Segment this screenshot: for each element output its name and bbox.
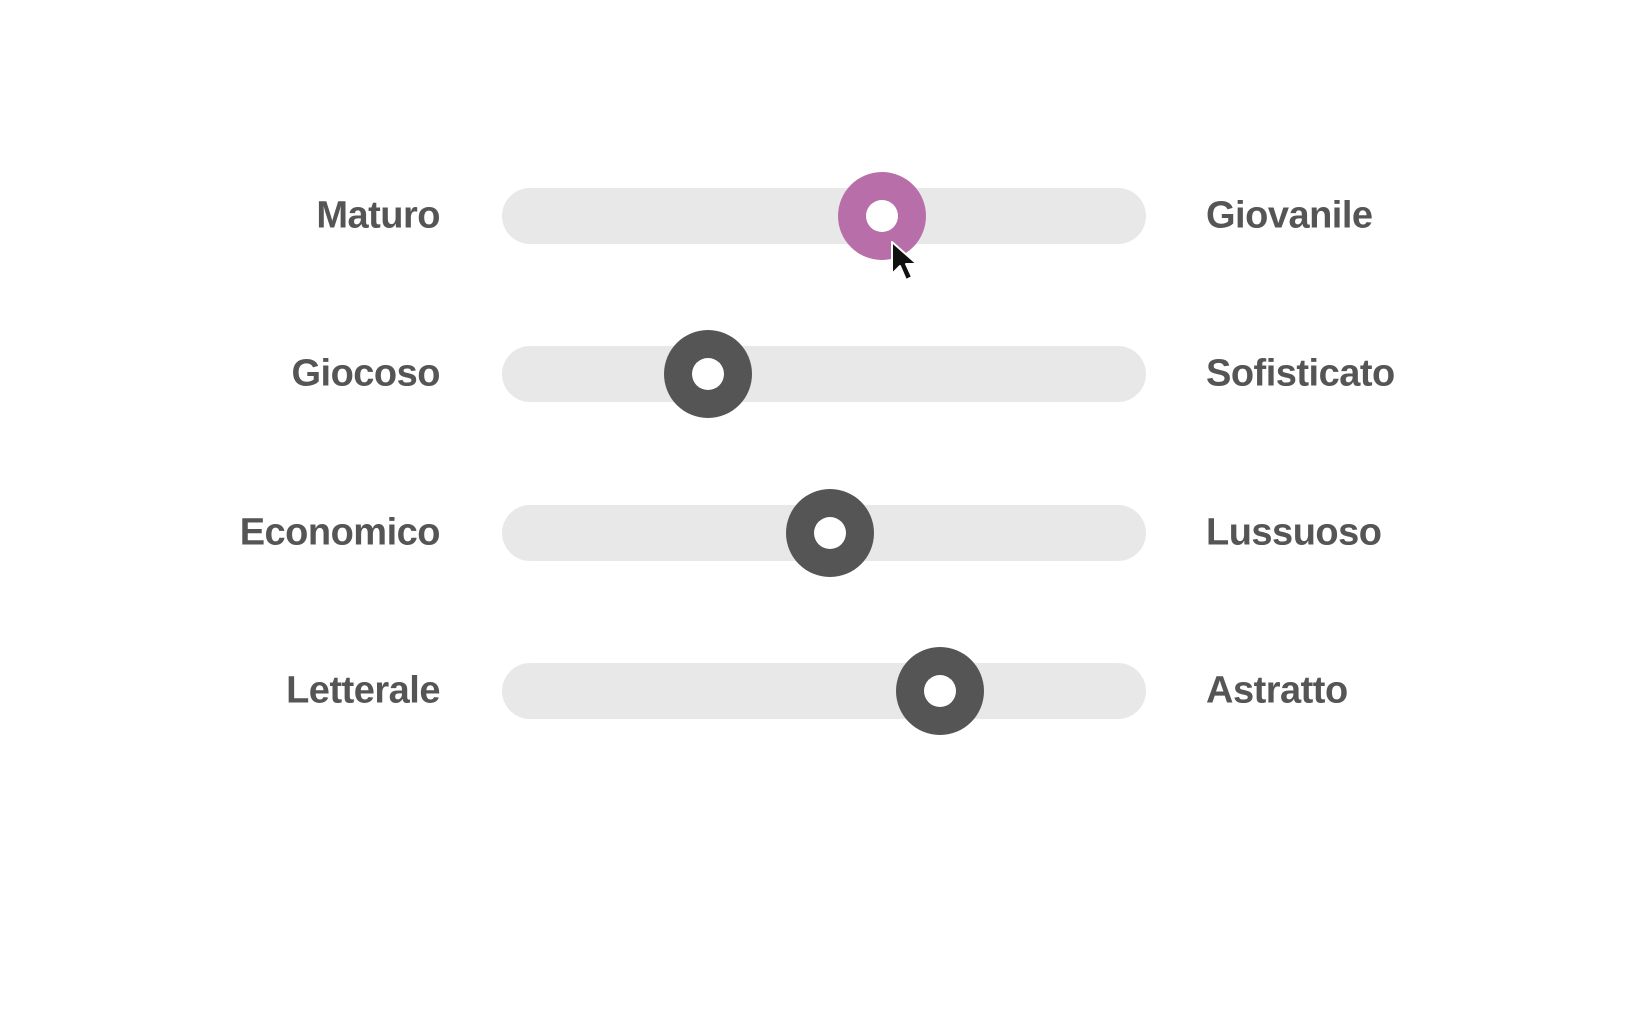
slider-row-economico-lussuoso: Economico Lussuoso bbox=[0, 483, 1636, 583]
slider-row-maturo-giovanile: Maturo Giovanile bbox=[0, 166, 1636, 266]
slider-left-label: Giocoso bbox=[291, 352, 440, 395]
slider-row-letterale-astratto: Letterale Astratto bbox=[0, 641, 1636, 741]
slider-left-label: Economico bbox=[239, 511, 441, 554]
slider-track[interactable] bbox=[502, 330, 1146, 418]
slider-right-label: Astratto bbox=[1206, 669, 1348, 712]
slider-thumb-center bbox=[814, 517, 847, 549]
slider-thumb[interactable] bbox=[786, 489, 875, 577]
slider-row-giocoso-sofisticato: Giocoso Sofisticato bbox=[0, 324, 1636, 424]
slider-track[interactable] bbox=[502, 647, 1146, 735]
slider-right-label: Giovanile bbox=[1206, 194, 1373, 237]
slider-left-label: Maturo bbox=[316, 194, 440, 237]
slider-right-label: Sofisticato bbox=[1206, 352, 1395, 395]
slider-thumb[interactable] bbox=[664, 330, 753, 418]
slider-thumb-center bbox=[923, 675, 956, 707]
slider-track[interactable] bbox=[502, 172, 1146, 260]
slider-left-label: Letterale bbox=[286, 669, 440, 712]
slider-thumb-center bbox=[692, 358, 725, 390]
slider-thumb[interactable] bbox=[837, 172, 926, 260]
slider-thumb[interactable] bbox=[895, 647, 984, 735]
slider-track[interactable] bbox=[502, 489, 1146, 577]
slider-right-label: Lussuoso bbox=[1206, 511, 1382, 554]
slider-thumb-center bbox=[865, 200, 898, 232]
